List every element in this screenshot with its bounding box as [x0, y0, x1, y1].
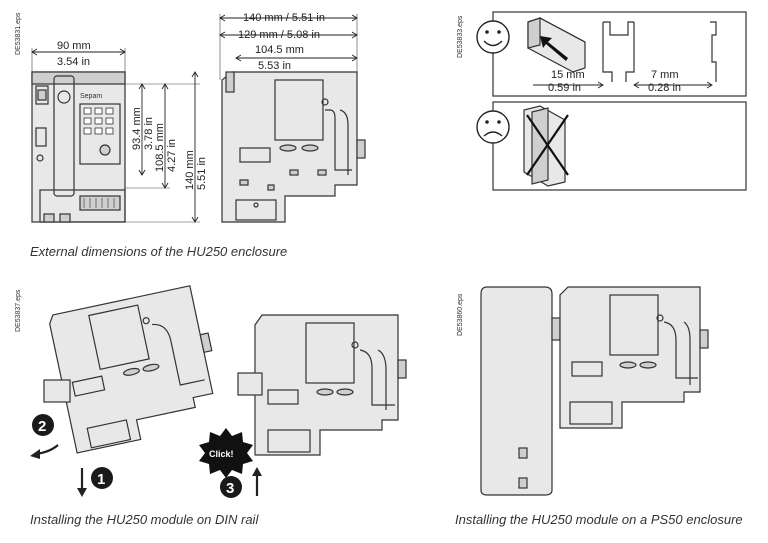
caption-din-rail: Installing the HU250 module on DIN rail: [30, 512, 259, 527]
ps50-enclosure: [480, 286, 553, 496]
ref-bottom-left: DE53837.eps: [15, 289, 22, 332]
gap1-mm-label: 15 mm: [551, 69, 585, 81]
depth-129-label: 129 mm / 5.08 in: [238, 29, 320, 41]
din-rail-right: [237, 372, 263, 396]
depth-104-in-label: 5.53 in: [258, 60, 291, 72]
front-slot-column: [53, 75, 75, 197]
step-2-badge: 2: [32, 414, 54, 436]
rail-profile-b: [710, 21, 717, 82]
width-mm-label: 90 mm: [57, 40, 91, 52]
h108-mm-label: 108.5 mm: [154, 123, 166, 172]
h108-in-label: 4.27 in: [166, 139, 178, 172]
side-view-panel: 140 mm / 5.51 in 129 mm / 5.08 in 104.5 …: [219, 12, 366, 223]
svg-text:2: 2: [38, 418, 46, 435]
step-3-badge: 3: [220, 476, 242, 498]
svg-text:1: 1: [97, 471, 105, 488]
gap1-in-label: 0.59 in: [548, 82, 581, 94]
click-label: Click!: [209, 449, 234, 459]
brand-mark: Sepam: [80, 93, 102, 100]
ps50-module: [559, 286, 701, 429]
front-view-panel: DE53831.eps 90 mm 3.54 in Sepam: [15, 12, 208, 223]
h140-mm-label: 140 mm: [184, 150, 196, 190]
tilted-module: [49, 285, 214, 454]
incorrect-box: [492, 101, 747, 191]
caption-external: External dimensions of the HU250 enclosu…: [30, 244, 287, 259]
correct-box: [492, 11, 747, 97]
h93-mm-label: 93.4 mm: [131, 107, 143, 150]
ps50-panel: DE53860.eps: [457, 286, 709, 496]
h140-in-label: 5.51 in: [196, 157, 208, 190]
din-install-panel: DE53837.eps 2 1: [15, 285, 407, 498]
cross-icon: [526, 114, 569, 176]
ref-top-left: DE53831.eps: [15, 12, 22, 55]
rail-orientation-panel: DE53833.eps 15 mm 0.59 in: [457, 11, 747, 191]
upright-module: [254, 314, 399, 456]
width-in-label: 3.54 in: [57, 56, 90, 68]
din-rail-left: [43, 379, 71, 403]
svg-text:3: 3: [226, 480, 234, 497]
depth-104-label: 104.5 mm: [255, 44, 304, 56]
ref-top-right: DE53833.eps: [457, 15, 464, 58]
rail-profile-a: [603, 21, 634, 36]
depth-total-label: 140 mm / 5.51 in: [243, 12, 325, 24]
click-burst-icon: Click!: [199, 428, 253, 478]
smiley-happy-icon: [476, 20, 510, 54]
ref-bottom-right: DE53860.eps: [457, 293, 464, 336]
gap2-mm-label: 7 mm: [651, 69, 679, 81]
arrow-icon: [540, 36, 568, 61]
step-1-badge: 1: [91, 467, 113, 489]
h93-in-label: 3.78 in: [143, 117, 155, 150]
caption-ps50: Installing the HU250 module on a PS50 en…: [455, 512, 743, 527]
gap2-in-label: 0.28 in: [648, 82, 681, 94]
smiley-sad-icon: [476, 110, 510, 144]
